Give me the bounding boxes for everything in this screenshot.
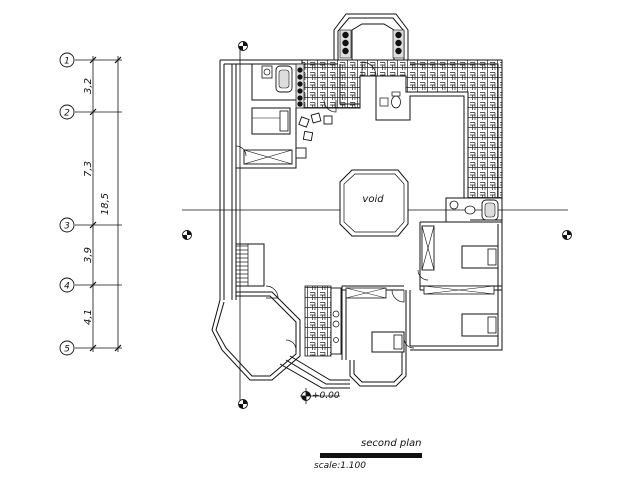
svg-text:4: 4 [64, 282, 70, 292]
void-label: void [362, 194, 384, 205]
grid-bubble-4: 4 [59, 277, 75, 293]
kitchen-counter [330, 287, 342, 355]
bathtub-icon [481, 199, 499, 221]
grid-bubble-3: 3 [59, 217, 75, 233]
svg-text:1: 1 [64, 57, 70, 67]
bed-icon [251, 107, 291, 135]
washbasin-icon [379, 97, 389, 107]
void-opening: void [339, 169, 409, 237]
door-swings [235, 61, 429, 351]
bay-window-bottom-middle [349, 350, 407, 387]
svg-text:5: 5 [64, 345, 70, 355]
scale-bar [320, 453, 422, 458]
section-marker-icon [562, 230, 572, 240]
scale-label: scale:1.100 [314, 461, 366, 471]
svg-text:3: 3 [64, 222, 70, 232]
bed-icon [461, 313, 499, 337]
svg-text:2: 2 [64, 109, 70, 119]
level-label: +0.00 [312, 391, 340, 401]
span-label-2: 7,3 [83, 161, 94, 177]
stair-treads [236, 244, 249, 286]
grid-bubble-5: 5 [59, 340, 75, 356]
toilet-icon [391, 91, 401, 109]
seating-chairs-icon [295, 112, 333, 159]
wardrobe-icon [423, 285, 495, 295]
total-span-label: 18,5 [100, 193, 111, 215]
washbasin-icon [261, 65, 273, 79]
section-marker-icon [182, 230, 192, 240]
level-marker-icon [300, 388, 340, 404]
grid-bubble-1: 1 [59, 52, 75, 68]
section-marker-icon [238, 399, 248, 409]
wardrobe-icon [421, 225, 435, 271]
bed-icon [461, 245, 499, 269]
terrace-tile-area [304, 285, 332, 357]
section-marker-icon [238, 41, 248, 51]
toilet-icon [464, 205, 476, 215]
plan-title: second plan [361, 438, 421, 449]
planter-row [339, 29, 405, 59]
wardrobe-icon [243, 149, 293, 165]
washbasin-icon [449, 200, 459, 210]
wardrobe-icon [345, 287, 387, 299]
span-label-4: 4,1 [83, 309, 94, 325]
bay-window-bottom-left [211, 291, 350, 389]
span-label-3: 3,9 [83, 247, 94, 263]
bathtub-icon [275, 65, 293, 93]
span-label-1: 3,2 [83, 78, 94, 94]
grid-bubble-2: 2 [59, 104, 75, 120]
planter-column [295, 63, 305, 109]
bed-icon [371, 331, 405, 353]
grid-dimensions [75, 56, 122, 352]
